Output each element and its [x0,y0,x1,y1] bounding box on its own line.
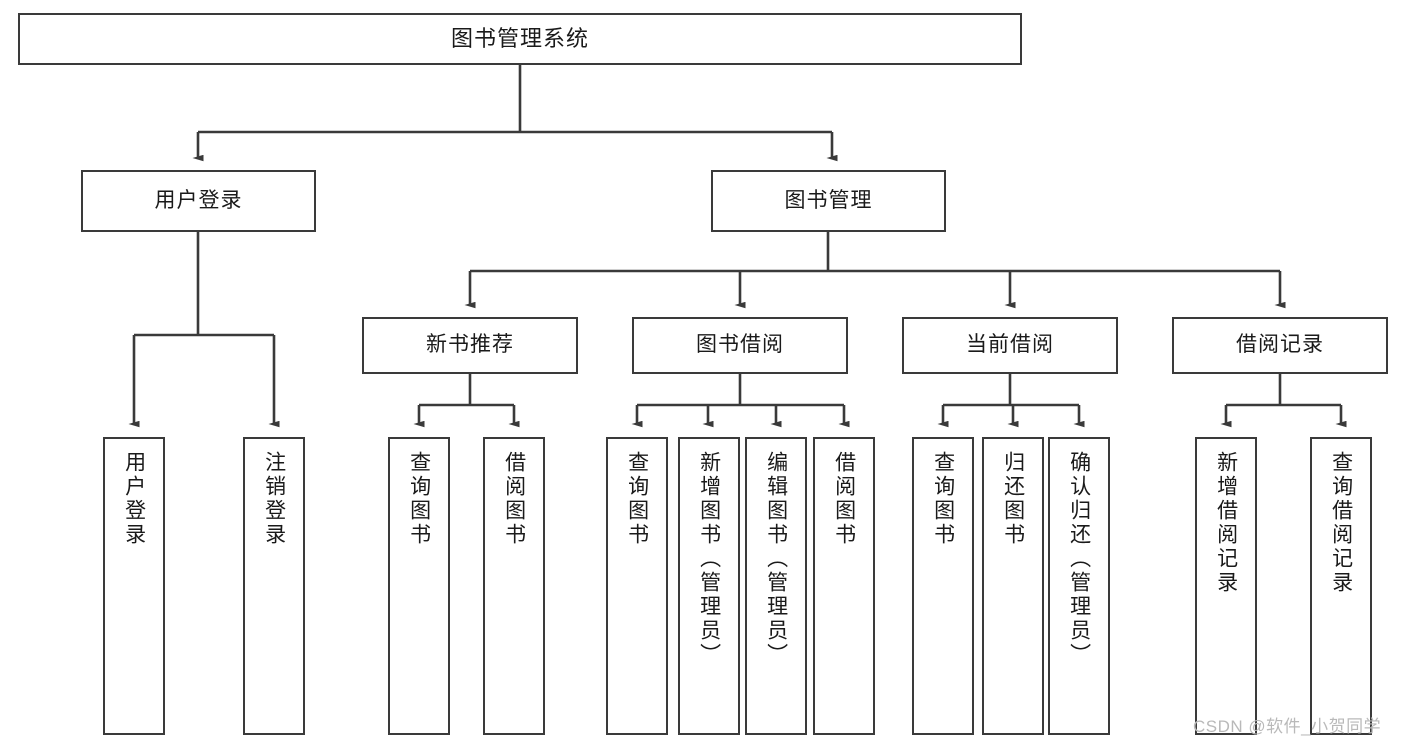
node-label: 新增借阅记录 [1214,451,1238,595]
node-label: 借阅图书 [502,451,526,547]
node-borrow-record[interactable]: 借阅记录 [1172,317,1388,374]
node-label: 借阅记录 [1236,333,1324,357]
node-label: 图书管理系统 [450,26,589,52]
node-root-system[interactable]: 图书管理系统 [18,13,1022,65]
node-book-manage[interactable]: 图书管理 [711,170,946,232]
node-label: 查询图书 [407,451,431,547]
node-user-login[interactable]: 用户登录 [81,170,316,232]
node-leaf-query-book-1[interactable]: 查询图书 [388,437,450,735]
node-label: 查询借阅记录 [1329,451,1353,595]
node-leaf-user-login[interactable]: 用户登录 [103,437,165,735]
node-label: 图书管理 [784,188,873,212]
node-leaf-confirm-return[interactable]: 确认归还（管理员） [1048,437,1110,735]
node-leaf-borrow-book-1[interactable]: 借阅图书 [483,437,545,735]
node-leaf-query-book-3[interactable]: 查询图书 [912,437,974,735]
node-label: 新增图书（管理员） [697,451,721,667]
node-label: 当前借阅 [966,333,1054,357]
node-leaf-edit-book[interactable]: 编辑图书（管理员） [745,437,807,735]
node-label: 用户登录 [154,188,243,212]
node-label: 查询图书 [931,451,955,547]
node-label: 借阅图书 [832,451,856,547]
node-label: 注销登录 [262,451,286,547]
node-leaf-logout-login[interactable]: 注销登录 [243,437,305,735]
node-label: 查询图书 [625,451,649,547]
node-label: 确认归还（管理员） [1067,451,1091,667]
node-leaf-add-book[interactable]: 新增图书（管理员） [678,437,740,735]
node-leaf-add-record[interactable]: 新增借阅记录 [1195,437,1257,735]
node-label: 编辑图书（管理员） [764,451,788,667]
node-book-borrow[interactable]: 图书借阅 [632,317,848,374]
node-leaf-return-book[interactable]: 归还图书 [982,437,1044,735]
node-leaf-borrow-book-2[interactable]: 借阅图书 [813,437,875,735]
node-current-borrow[interactable]: 当前借阅 [902,317,1118,374]
node-leaf-query-book-2[interactable]: 查询图书 [606,437,668,735]
csdn-watermark: CSDN @软件_小贺同学 [1193,717,1382,736]
node-label: 新书推荐 [426,333,514,357]
node-label: 归还图书 [1001,451,1025,547]
node-new-book-recommend[interactable]: 新书推荐 [362,317,578,374]
node-leaf-query-record[interactable]: 查询借阅记录 [1310,437,1372,735]
node-label: 图书借阅 [696,333,784,357]
node-label: 用户登录 [122,451,146,547]
